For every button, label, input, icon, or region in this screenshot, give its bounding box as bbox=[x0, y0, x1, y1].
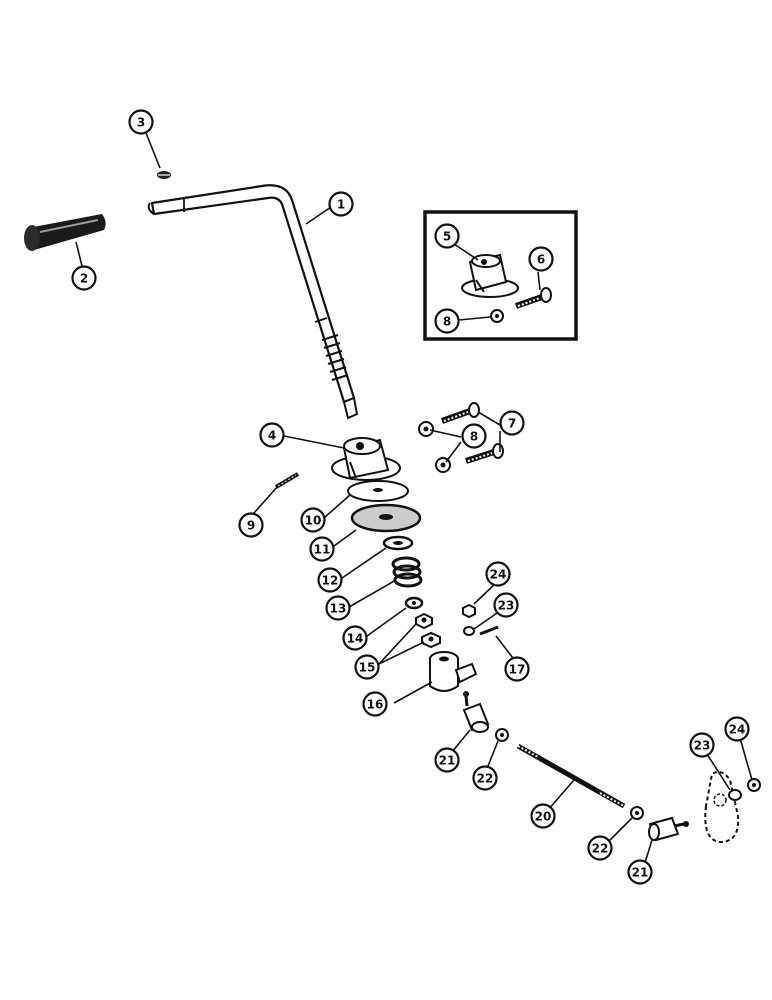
shift-lever-part-1 bbox=[147, 184, 359, 420]
friction-disc-part-11 bbox=[350, 503, 422, 533]
nut-part-24-right bbox=[747, 778, 761, 792]
callout-11: 11 bbox=[309, 536, 335, 562]
svg-text:12: 12 bbox=[322, 574, 339, 588]
lever-arm-part-16 bbox=[429, 651, 478, 692]
svg-text:2: 2 bbox=[80, 272, 88, 286]
callout-3: 3 bbox=[128, 109, 154, 135]
svg-text:4: 4 bbox=[268, 429, 276, 443]
lockwasher-part-23-center bbox=[463, 626, 475, 636]
callout-1: 1 bbox=[328, 191, 354, 217]
svg-text:23: 23 bbox=[694, 739, 711, 753]
callout-24-center: 24 bbox=[485, 561, 511, 587]
bolt-part-6 bbox=[515, 287, 552, 309]
handle-knob-part-2 bbox=[24, 214, 106, 251]
pivot-part-4 bbox=[331, 437, 401, 481]
callout-21-left: 21 bbox=[434, 747, 460, 773]
svg-text:3: 3 bbox=[137, 116, 145, 130]
pin-part-17 bbox=[479, 625, 499, 636]
callout-9: 9 bbox=[238, 512, 264, 538]
callout-23-center: 23 bbox=[493, 592, 519, 618]
dashed-arm-outline bbox=[704, 771, 740, 844]
spring-part-13 bbox=[391, 556, 423, 588]
callout-15: 15 bbox=[354, 654, 380, 680]
svg-text:13: 13 bbox=[330, 602, 347, 616]
svg-text:16: 16 bbox=[367, 698, 384, 712]
nut-part-24-center bbox=[462, 603, 476, 619]
bolt-part-7-upper bbox=[440, 402, 480, 424]
svg-text:15: 15 bbox=[359, 661, 376, 675]
svg-text:7: 7 bbox=[508, 417, 516, 431]
nut-part-8-inset bbox=[490, 309, 504, 323]
nut-part-15-upper bbox=[415, 612, 433, 630]
svg-text:8: 8 bbox=[443, 315, 451, 329]
svg-text:5: 5 bbox=[443, 230, 451, 244]
svg-text:6: 6 bbox=[537, 253, 545, 267]
svg-text:8: 8 bbox=[470, 430, 478, 444]
nut-part-22-right bbox=[630, 806, 644, 820]
lockwasher-part-23-right bbox=[728, 789, 742, 801]
svg-text:23: 23 bbox=[498, 599, 515, 613]
callout-22-left: 22 bbox=[472, 765, 498, 791]
rod-part-20 bbox=[516, 743, 626, 809]
callout-12: 12 bbox=[317, 567, 343, 593]
svg-text:24: 24 bbox=[490, 568, 507, 582]
pivot-part-5 bbox=[461, 253, 519, 298]
svg-text:1: 1 bbox=[337, 198, 345, 212]
svg-text:11: 11 bbox=[314, 543, 331, 557]
svg-text:21: 21 bbox=[439, 754, 456, 768]
nut-part-15-lower bbox=[421, 631, 441, 649]
callout-2: 2 bbox=[71, 265, 97, 291]
callout-22-right: 22 bbox=[587, 835, 613, 861]
leader-lines bbox=[75, 132, 753, 867]
washer-part-12 bbox=[382, 535, 414, 551]
callout-4: 4 bbox=[259, 422, 285, 448]
callout-10: 10 bbox=[300, 507, 326, 533]
callout-23-right: 23 bbox=[689, 732, 715, 758]
callout-14: 14 bbox=[342, 625, 368, 651]
washer-part-10 bbox=[347, 480, 409, 502]
svg-text:22: 22 bbox=[477, 772, 494, 786]
svg-text:14: 14 bbox=[347, 632, 364, 646]
callout-24-right: 24 bbox=[724, 716, 750, 742]
svg-text:21: 21 bbox=[632, 866, 649, 880]
callout-16: 16 bbox=[362, 691, 388, 717]
ball-joint-part-21-left bbox=[462, 691, 490, 733]
callout-8: 8 bbox=[461, 423, 487, 449]
callout-6: 6 bbox=[528, 246, 554, 272]
callout-5: 5 bbox=[434, 223, 460, 249]
callout-17: 17 bbox=[504, 656, 530, 682]
callout-20: 20 bbox=[530, 803, 556, 829]
key-part-3 bbox=[157, 171, 171, 179]
svg-text:20: 20 bbox=[535, 810, 552, 824]
callout-8-inset: 8 bbox=[434, 308, 460, 334]
nut-part-22-left bbox=[495, 728, 509, 742]
callout-7: 7 bbox=[499, 410, 525, 436]
nut-part-8-upper bbox=[418, 421, 434, 437]
svg-text:17: 17 bbox=[509, 663, 526, 677]
callout-21-right: 21 bbox=[627, 859, 653, 885]
ball-joint-part-21-right bbox=[648, 816, 689, 842]
svg-text:24: 24 bbox=[729, 723, 746, 737]
washer-part-14 bbox=[404, 596, 424, 610]
callout-13: 13 bbox=[325, 595, 351, 621]
pin-part-9 bbox=[274, 472, 300, 489]
svg-text:9: 9 bbox=[247, 519, 255, 533]
svg-text:22: 22 bbox=[592, 842, 609, 856]
svg-text:10: 10 bbox=[305, 514, 322, 528]
